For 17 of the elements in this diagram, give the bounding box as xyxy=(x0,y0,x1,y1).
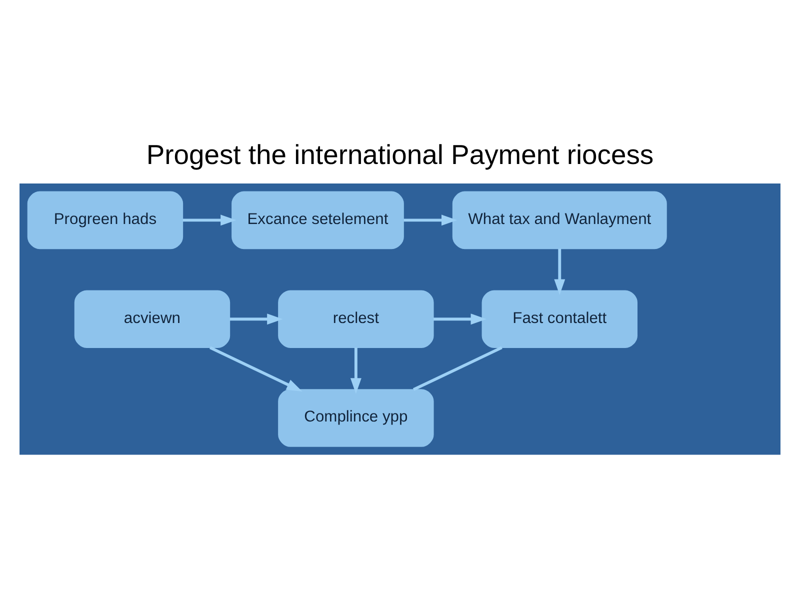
arrow xyxy=(230,314,283,325)
arrow xyxy=(182,214,236,226)
cluster xyxy=(20,183,780,455)
node-box: What tax and Wanlayment xyxy=(452,191,667,250)
node-box: reclest xyxy=(278,290,434,348)
node-box: Progreen hads xyxy=(27,191,184,250)
arrow xyxy=(554,248,566,295)
arrow xyxy=(350,348,362,394)
connector xyxy=(412,346,502,391)
node-box: Complince ypp xyxy=(278,389,434,447)
arrow xyxy=(404,214,458,226)
arrow xyxy=(209,346,302,392)
node-box: Fast contalett xyxy=(482,290,638,348)
node-box: Excance setelement xyxy=(232,191,404,250)
diagram-title: Progest the international Payment riocess xyxy=(146,138,654,170)
node-box: acviewn xyxy=(74,290,230,348)
arrow xyxy=(434,314,486,325)
